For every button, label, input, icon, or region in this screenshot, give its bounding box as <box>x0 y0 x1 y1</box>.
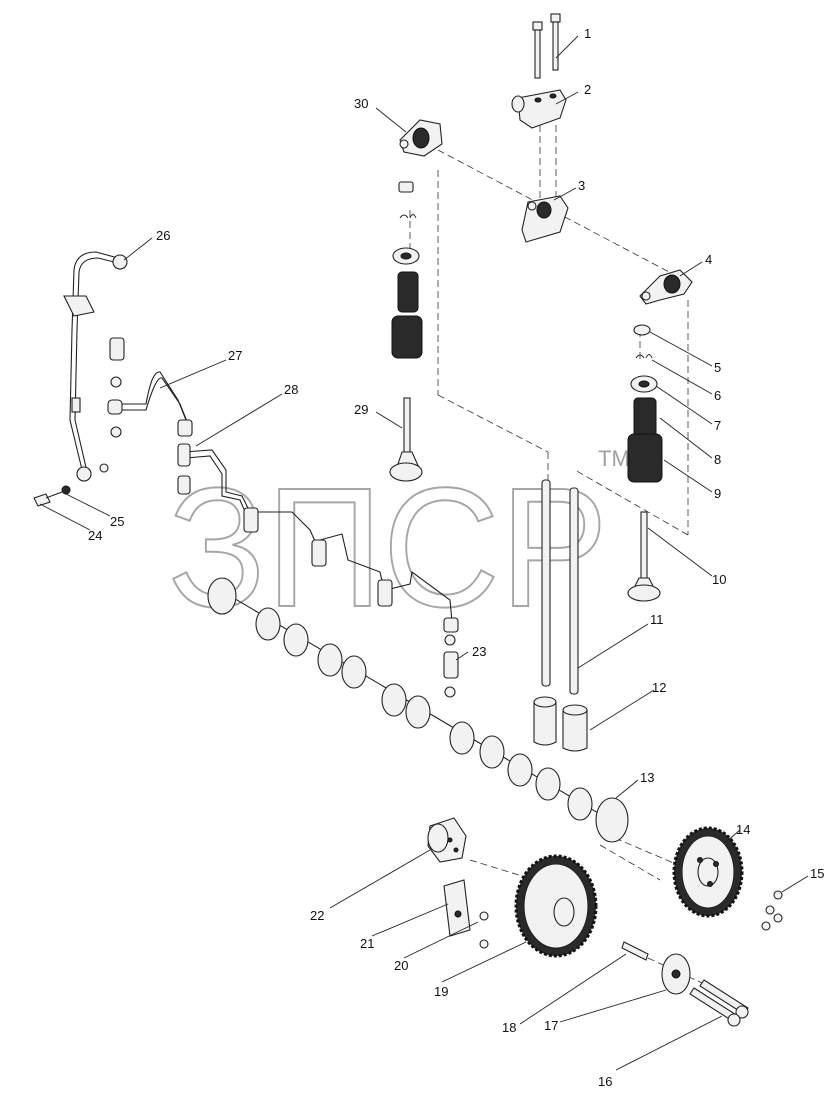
part-11-push-rods <box>541 479 579 695</box>
callout-28: 28 <box>284 382 298 397</box>
callout-22: 22 <box>310 908 324 923</box>
fuel-pipes <box>33 251 459 698</box>
watermark-text: ЗПСР <box>168 453 608 643</box>
callout-labels: 1 2 3 4 5 6 7 8 9 10 11 12 13 14 15 16 1… <box>88 26 824 1089</box>
callout-6: 6 <box>714 388 721 403</box>
callout-12: 12 <box>652 680 666 695</box>
callout-4: 4 <box>705 252 712 267</box>
callout-10: 10 <box>712 572 726 587</box>
callout-17: 17 <box>544 1018 558 1033</box>
callout-27: 27 <box>228 348 242 363</box>
callout-3: 3 <box>578 178 585 193</box>
part-1-bolts <box>532 13 561 79</box>
part-19-idler-gear <box>514 854 598 958</box>
callout-14: 14 <box>736 822 750 837</box>
trademark-symbol: TM <box>598 446 630 471</box>
part-15-bolts <box>761 890 783 931</box>
callout-20: 20 <box>394 958 408 973</box>
part-30-rocker-arm <box>399 119 443 157</box>
callout-25: 25 <box>110 514 124 529</box>
part-3-rocker-support <box>521 195 569 243</box>
part-13-camshaft <box>207 577 629 843</box>
left-valve-stack <box>389 181 423 482</box>
callout-2: 2 <box>584 82 591 97</box>
callout-11: 11 <box>650 612 664 627</box>
callout-9: 9 <box>714 486 721 501</box>
part-18-pin <box>621 941 649 961</box>
right-valve-stack <box>627 324 663 602</box>
part-17-washer <box>661 953 691 995</box>
callout-24: 24 <box>88 528 102 543</box>
callout-30: 30 <box>354 96 368 111</box>
part-14-camshaft-gear <box>672 826 744 918</box>
part-22-idler-hub <box>427 817 467 863</box>
callout-26: 26 <box>156 228 170 243</box>
watermark: ЗПСР TM <box>167 446 630 644</box>
callout-19: 19 <box>434 984 448 999</box>
callout-29: 29 <box>354 402 368 417</box>
part-20-screws <box>479 911 489 949</box>
part-2-bracket <box>511 89 567 129</box>
callout-21: 21 <box>360 936 374 951</box>
callout-5: 5 <box>714 360 721 375</box>
callout-1: 1 <box>584 26 591 41</box>
part-21-thrust-plate <box>443 879 471 937</box>
callout-13: 13 <box>640 770 654 785</box>
callout-16: 16 <box>598 1074 612 1089</box>
callout-8: 8 <box>714 452 721 467</box>
callout-18: 18 <box>502 1020 516 1035</box>
part-12-tappets <box>533 696 588 752</box>
part-16-bolts <box>689 979 749 1027</box>
callout-15: 15 <box>810 866 824 881</box>
leader-lines <box>39 35 809 1071</box>
callout-23: 23 <box>472 644 486 659</box>
callout-7: 7 <box>714 418 721 433</box>
part-4-rocker-arm <box>639 269 693 305</box>
